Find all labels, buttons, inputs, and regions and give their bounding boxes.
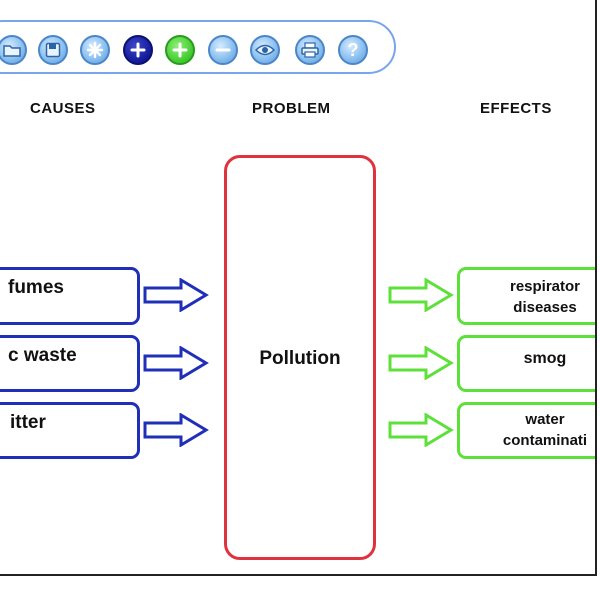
effect-box-smog: smog <box>457 335 595 392</box>
effect-label: water contaminati <box>502 411 588 449</box>
effects-heading: EFFECTS <box>480 100 552 117</box>
plus-green-icon[interactable] <box>165 35 195 65</box>
effect-arrow <box>388 413 454 447</box>
effect-box-respiratory: respirator diseases <box>457 267 595 325</box>
effect-arrow <box>388 346 454 380</box>
eye-icon[interactable] <box>250 35 280 65</box>
cause-label: fumes <box>8 277 64 298</box>
save-disk-icon[interactable] <box>38 35 68 65</box>
print-icon[interactable] <box>295 35 325 65</box>
problem-label: Pollution <box>259 348 341 369</box>
minus-icon[interactable] <box>208 35 238 65</box>
cause-arrow <box>143 346 209 380</box>
cause-label: itter <box>10 412 46 433</box>
diagram-frame: ? CAUSES PROBLEM EFFECTS fumes c waste i… <box>0 0 597 576</box>
cause-arrow <box>143 278 209 312</box>
cause-arrow <box>143 413 209 447</box>
cause-box-litter: itter <box>0 402 140 459</box>
plus-navy-icon[interactable] <box>123 35 153 65</box>
problem-box: Pollution <box>224 155 376 560</box>
cause-box-fumes: fumes <box>0 267 140 325</box>
cause-label: c waste <box>8 345 77 366</box>
cause-box-waste: c waste <box>0 335 140 392</box>
effect-box-water: water contaminati <box>457 402 595 459</box>
folder-icon[interactable] <box>0 35 27 65</box>
causes-heading: CAUSES <box>30 100 96 117</box>
effect-label: respirator diseases <box>509 278 581 316</box>
effect-arrow <box>388 278 454 312</box>
problem-heading: PROBLEM <box>252 100 331 117</box>
effect-label: smog <box>523 350 567 367</box>
help-icon[interactable]: ? <box>338 35 368 65</box>
asterisk-icon[interactable] <box>80 35 110 65</box>
